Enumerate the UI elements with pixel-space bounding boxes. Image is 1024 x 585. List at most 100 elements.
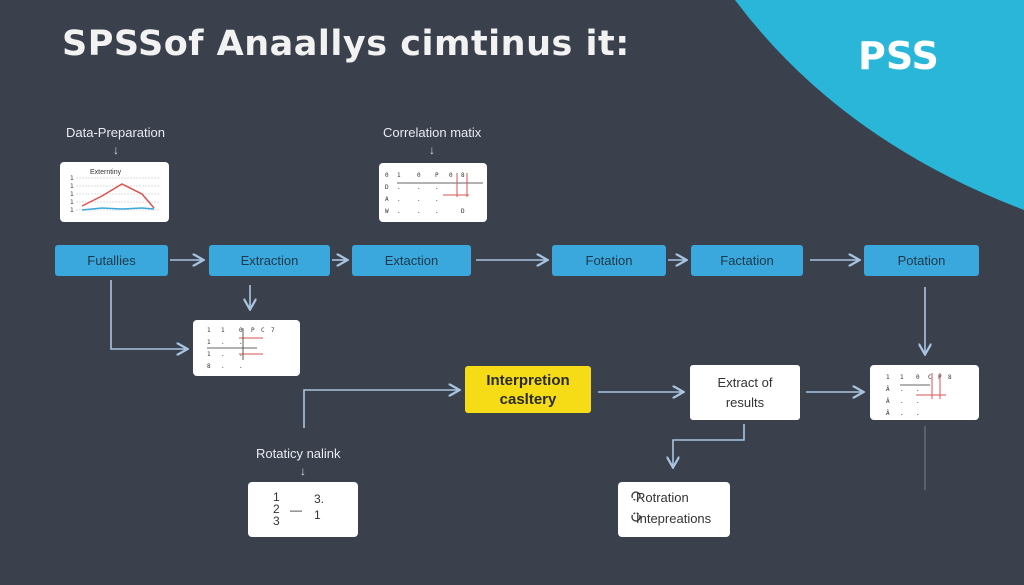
extract-line-1: Extract of	[717, 374, 773, 390]
svg-text:W: W	[385, 208, 389, 215]
matrix-thumbnail: 110CP8 Â.. Â.. Â..	[886, 373, 952, 417]
svg-text:.: .	[900, 386, 904, 393]
rotaticy-left-3: 3	[273, 514, 280, 528]
extract-results-box[interactable]: Extract of results	[690, 365, 800, 420]
svg-text:1: 1	[397, 172, 401, 179]
option-label: Intepreations	[636, 511, 712, 526]
svg-text:1: 1	[207, 351, 211, 358]
rotaticy-dash: —	[290, 503, 302, 517]
svg-text:1: 1	[70, 191, 74, 198]
svg-text:0: 0	[417, 172, 421, 179]
svg-text:.: .	[239, 339, 243, 346]
svg-text:1: 1	[207, 327, 211, 334]
svg-text:A: A	[385, 196, 389, 203]
svg-text:Â: Â	[886, 386, 890, 393]
options-card: Rotration Intepreations	[618, 482, 730, 537]
svg-text:.: .	[221, 351, 225, 358]
svg-text:.: .	[397, 196, 401, 203]
rotaticy-left-1: 1	[273, 490, 280, 504]
svg-text:8: 8	[948, 374, 952, 381]
process-box-extaction[interactable]: Extaction	[352, 245, 471, 276]
svg-text:.: .	[916, 386, 920, 393]
process-box-potation[interactable]: Potation	[864, 245, 979, 276]
line-chart-thumbnail: Externtiny 111 11	[70, 169, 160, 214]
matrix-card-right: 110CP8 Â.. Â.. Â..	[870, 365, 979, 420]
label-data-preparation: Data-Preparation	[66, 125, 165, 140]
down-arrow-icon: ↓	[429, 143, 435, 157]
label-correlation-matrix: Correlation matix	[383, 125, 482, 140]
svg-text:1: 1	[70, 183, 74, 190]
svg-text:C: C	[261, 327, 265, 334]
series-blue-line	[81, 207, 155, 211]
chart-card-title: Externtiny	[90, 169, 122, 176]
svg-text:0: 0	[385, 172, 389, 179]
svg-text:1: 1	[900, 374, 904, 381]
svg-text:8: 8	[207, 363, 211, 370]
extract-line-2: results	[725, 394, 765, 410]
svg-text:.: .	[916, 410, 920, 417]
svg-text:1: 1	[886, 374, 890, 381]
arrow-to-interpretation	[303, 390, 458, 428]
svg-text:0: 0	[239, 327, 243, 334]
process-box-fotation[interactable]: Fotation	[552, 245, 666, 276]
process-box-futallies[interactable]: Futallies	[55, 245, 168, 276]
svg-text:Â: Â	[886, 410, 890, 417]
option-label: Rotration	[636, 490, 689, 505]
svg-text:D: D	[385, 184, 389, 191]
svg-text:1: 1	[207, 339, 211, 346]
svg-text:.: .	[900, 398, 904, 405]
option-rotration[interactable]: Rotration	[630, 490, 689, 505]
svg-text:.: .	[221, 339, 225, 346]
svg-text:C: C	[928, 374, 932, 381]
svg-text:.: .	[397, 208, 401, 215]
svg-text:8: 8	[461, 172, 465, 179]
arrow-futallies-to-card	[110, 280, 186, 349]
svg-text:.: .	[435, 208, 439, 215]
down-arrow-icon: ↓	[113, 143, 119, 157]
svg-text:.: .	[397, 184, 401, 191]
svg-text:.: .	[417, 196, 421, 203]
svg-text:1: 1	[221, 327, 225, 334]
rotaticy-card: 1 2 3 — 3. 1	[248, 482, 358, 537]
process-box-extraction[interactable]: Extraction	[209, 245, 330, 276]
svg-text:D: D	[461, 208, 465, 215]
rotaticy-right-1: 3.	[314, 492, 325, 506]
rotaticy-left-2: 2	[273, 502, 280, 516]
svg-text:P: P	[251, 327, 255, 334]
svg-text:.: .	[435, 184, 439, 191]
interpretation-line-2: casltery	[499, 390, 557, 408]
interpretation-box[interactable]: Interpretion casltery	[465, 366, 591, 413]
down-arrow-icon: ↓	[300, 464, 306, 478]
svg-text:7: 7	[271, 327, 275, 334]
svg-text:.: .	[900, 410, 904, 417]
rotaticy-right-2: 1	[314, 508, 321, 522]
option-intepreations[interactable]: Intepreations	[630, 511, 711, 526]
process-box-factation[interactable]: Factation	[691, 245, 803, 276]
svg-text:Â: Â	[886, 398, 890, 405]
page-title: SPSSof Anaallys cimtinus it:	[62, 24, 630, 64]
rotaticy-left-column: 1 2 3	[273, 491, 280, 527]
svg-text:1: 1	[70, 199, 74, 206]
svg-text:.: .	[916, 398, 920, 405]
arrow-extract-options	[673, 424, 745, 466]
rotaticy-right-column: 3. 1	[314, 491, 324, 523]
svg-text:0: 0	[916, 374, 920, 381]
svg-text:1: 1	[70, 207, 74, 214]
svg-text:.: .	[417, 184, 421, 191]
svg-text:.: .	[221, 363, 225, 370]
svg-text:0: 0	[449, 172, 453, 179]
label-rotaticy: Rotaticy nalink	[256, 446, 341, 461]
svg-text:.: .	[417, 208, 421, 215]
svg-text:.: .	[239, 363, 243, 370]
series-red-line	[81, 183, 155, 209]
logo-text: PSS	[858, 34, 939, 78]
svg-text:P: P	[435, 172, 439, 179]
svg-text:1: 1	[70, 175, 74, 182]
